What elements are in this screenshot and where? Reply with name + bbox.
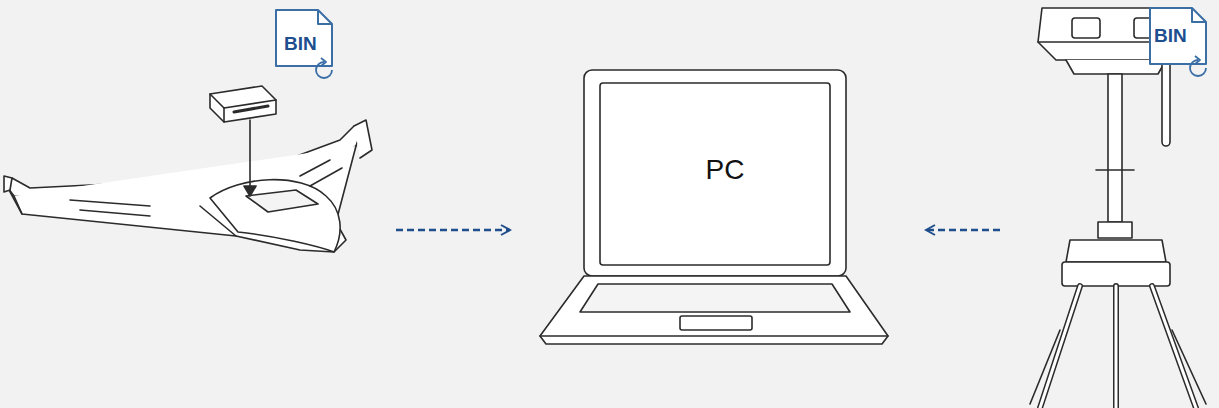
gnss-base-station-illustration — [1030, 8, 1206, 408]
base-station-node: BIN — [1006, 0, 1216, 408]
laptop-illustration — [540, 70, 888, 344]
node-label: PC — [706, 156, 745, 184]
drone-node: BIN — [4, 4, 390, 294]
laptop-node: PC — [530, 64, 896, 354]
file-icon — [1150, 8, 1206, 76]
drone-illustration — [4, 86, 372, 252]
dashed-arrow — [926, 229, 1000, 232]
file-icon — [276, 10, 332, 78]
node-label: BIN — [1154, 26, 1187, 45]
node-label: BIN — [284, 34, 317, 53]
dashed-arrow — [396, 229, 510, 232]
